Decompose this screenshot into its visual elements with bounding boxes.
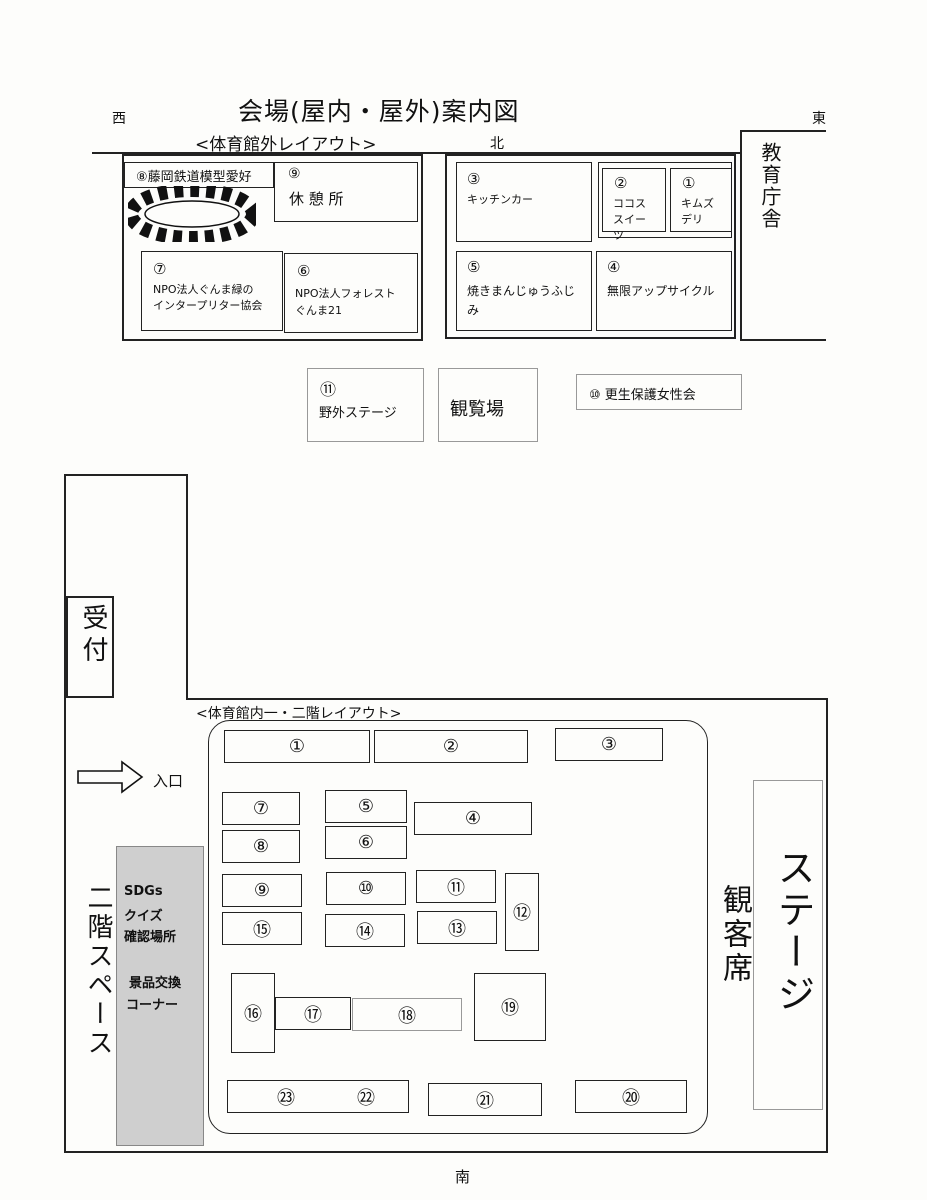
- booth-10-label: ⑩ 更生保護女性会: [589, 388, 696, 403]
- booth-11-box: [307, 368, 424, 442]
- booth-7-box: [141, 251, 283, 331]
- booth-8: ⑧: [222, 830, 300, 863]
- page-title: 会場(屋内・屋外)案内図: [238, 97, 520, 126]
- compass-south: 南: [455, 1168, 471, 1186]
- outdoor-area-left: [122, 154, 423, 341]
- sdgs-line1: SDGs: [124, 884, 163, 899]
- booth-2-name-line3: ツ: [613, 229, 624, 242]
- booth-4-box: [596, 251, 732, 331]
- stage-label: ステージ: [771, 848, 815, 1016]
- prize-line2: コーナー: [126, 998, 179, 1013]
- booth-1-box: [670, 168, 732, 232]
- booth-6: ⑥: [325, 826, 407, 859]
- compass-east: 東: [812, 111, 826, 127]
- booth-6-name-line1: NPO法人フォレスト: [295, 287, 396, 300]
- booth-2: ②: [374, 730, 528, 763]
- booth-12: ⑫: [505, 873, 539, 951]
- sdgs-line3: 確認場所: [124, 930, 177, 945]
- booth-10-box: [576, 374, 742, 410]
- booth-3-number: ③: [467, 170, 481, 188]
- booth-5-name-line1: 焼きまんじゅうふじ: [467, 284, 576, 298]
- booth-6-box: [284, 253, 418, 333]
- booth-22-23-table: [227, 1080, 409, 1113]
- outdoor-top-line: [92, 152, 742, 154]
- edu-building-top: [740, 130, 826, 132]
- booth-5-box: [456, 251, 592, 331]
- booth-5-number: ⑤: [467, 258, 481, 276]
- booth-3-name: キッチンカー: [467, 193, 533, 206]
- booth-11-number: ⑪: [320, 380, 337, 399]
- booth-21: ㉑: [428, 1083, 542, 1116]
- second-floor-gray-area: [116, 846, 204, 1146]
- entrance-arrow-icon: [77, 760, 144, 794]
- reception-label: 受付: [78, 604, 108, 668]
- booth-7-name-line1: NPO法人ぐんま緑の: [153, 283, 254, 296]
- second-floor-space-label: 二階スペース: [83, 884, 113, 1058]
- booth-6-name-line2: ぐんま21: [295, 304, 342, 317]
- booth-3: ③: [555, 728, 663, 761]
- booth-1: ①: [224, 730, 370, 763]
- booth-4-name: 無限アップサイクル: [607, 284, 715, 298]
- booth-14: ⑭: [325, 914, 405, 947]
- compass-west: 西: [112, 111, 126, 127]
- edu-building-bottom: [740, 339, 826, 341]
- booth-23: ㉓: [277, 1087, 295, 1109]
- booth-1-name-line2: デリ: [681, 213, 703, 226]
- booth-1-name-line1: キムズ: [681, 197, 714, 210]
- indoor-layout-label: <体育館内一・二階レイアウト>: [196, 706, 402, 722]
- booth-7-name-line2: インタープリター協会: [153, 299, 263, 312]
- gymnasium-outline: [64, 698, 828, 1153]
- booth-17: ⑰: [275, 997, 351, 1030]
- booth-11-name: 野外ステージ: [319, 406, 397, 421]
- corridor-gym-joint: [66, 697, 186, 701]
- audience-seats-label: 観客席: [717, 884, 752, 986]
- outdoor-layout-label: <体育館外レイアウト>: [195, 135, 377, 155]
- booth-1-number: ①: [682, 174, 696, 192]
- booth-20: ⑳: [575, 1080, 687, 1113]
- reception-box: [66, 596, 114, 698]
- booth-9: ⑨: [222, 874, 302, 907]
- booth-2-name-line1: ココス: [613, 197, 646, 210]
- booth-5-name-line2: み: [467, 303, 480, 317]
- booth-7: ⑦: [222, 792, 300, 825]
- train-track-icon: [128, 186, 256, 242]
- stage-box: [753, 780, 823, 1110]
- viewing-area-box: [438, 368, 538, 442]
- sdgs-line2: クイズ: [124, 909, 163, 924]
- booth-9-box: [274, 162, 418, 222]
- compass-north: 北: [490, 136, 504, 152]
- corridor-wall: [64, 474, 188, 700]
- viewing-area-label: 観覧場: [450, 399, 504, 420]
- booth-8-label: ⑧藤岡鉄道模型愛好: [136, 170, 252, 185]
- edu-building-wall: [740, 130, 742, 341]
- booth-6-number: ⑥: [297, 262, 311, 280]
- prize-line1: 景品交換: [129, 976, 182, 991]
- booth-2-box: [602, 168, 666, 232]
- booth-11: ⑪: [416, 870, 496, 903]
- gym-floor-area: [208, 720, 708, 1134]
- booth-22: ㉒: [357, 1087, 375, 1109]
- booth-15: ⑮: [222, 912, 302, 945]
- booth-2-name-line2: スイー: [613, 213, 646, 226]
- booth-4-number: ④: [607, 258, 621, 276]
- booth-18: ⑱: [352, 998, 462, 1031]
- booth-19: ⑲: [474, 973, 546, 1041]
- education-building-label: 教育庁舎: [758, 142, 782, 230]
- booth-7-number: ⑦: [153, 260, 167, 278]
- booth-5: ⑤: [325, 790, 407, 823]
- booth-2-number: ②: [614, 174, 628, 192]
- booth-10: ⑩: [326, 872, 406, 905]
- booth-9-name: 休 憩 所: [289, 190, 344, 208]
- booth-4: ④: [414, 802, 532, 835]
- booth-3-box: [456, 162, 592, 242]
- booth-13: ⑬: [417, 911, 497, 944]
- booth-9-number: ⑨: [288, 166, 301, 182]
- entrance-label: 入口: [153, 772, 184, 790]
- booth-16: ⑯: [231, 973, 275, 1053]
- outdoor-area-right: [445, 154, 736, 339]
